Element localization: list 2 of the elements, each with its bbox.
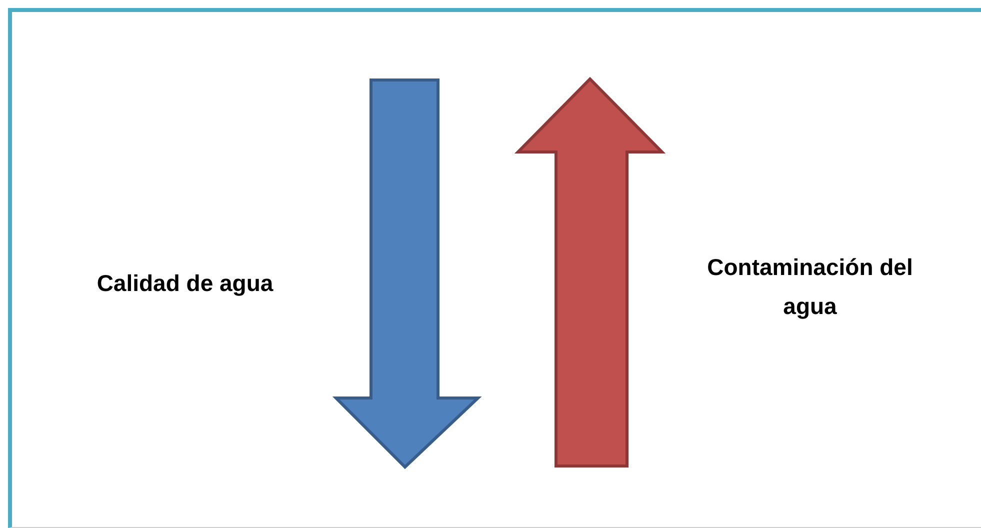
arrow-label: Calidad de agua [96, 270, 274, 296]
arrow-label: Contaminación del agua [707, 254, 913, 319]
